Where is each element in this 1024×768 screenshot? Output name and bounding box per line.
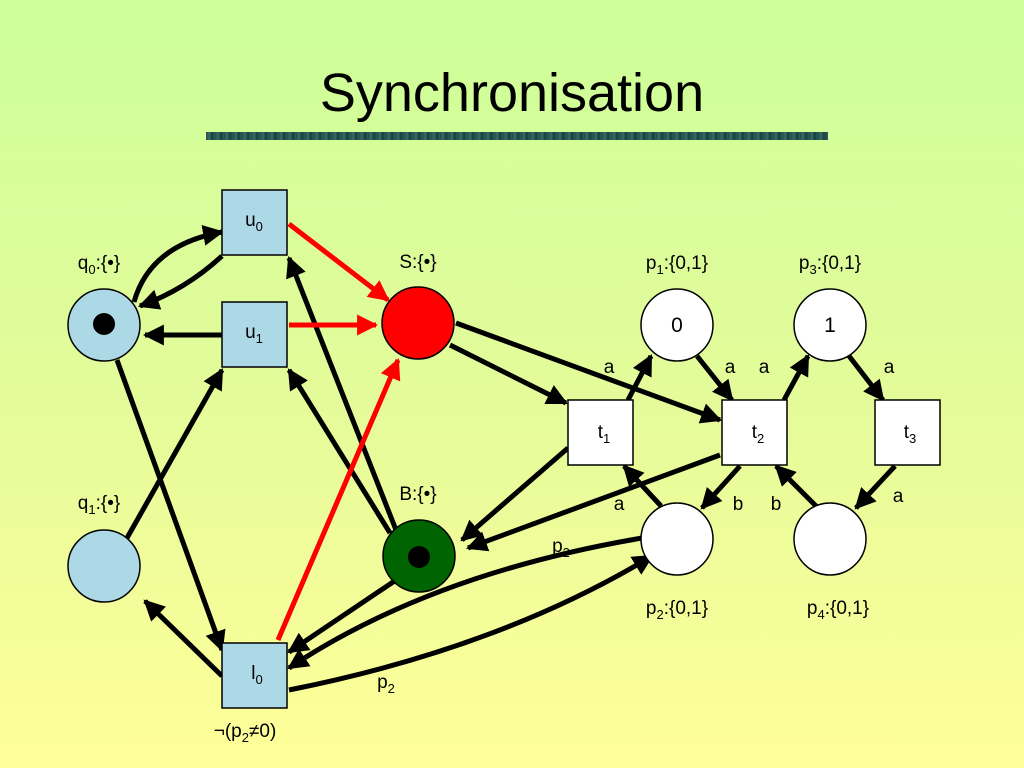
arc-p2-l0 — [287, 535, 643, 671]
label-p2: p2:{0,1} — [646, 598, 708, 622]
label-B: B:{•} — [399, 484, 436, 505]
arc-t2-B — [466, 452, 721, 552]
place-q1 — [67, 529, 141, 603]
label-p1: p1:{0,1} — [646, 253, 708, 277]
label-u0: u0 — [245, 210, 263, 234]
arc-S-t1 — [448, 342, 568, 406]
arc-label-t2-p3: a — [759, 357, 770, 378]
arc-t1-p1 — [625, 354, 654, 402]
arc-S-t2 — [455, 320, 722, 424]
arc-label-p4-t2: b — [771, 494, 782, 515]
arc-p1-t2 — [695, 354, 734, 402]
label-S: S:{•} — [399, 252, 436, 273]
transition-u0 — [221, 189, 288, 256]
arc-q1-u1 — [124, 368, 225, 540]
label-p3: p3:{0,1} — [799, 253, 861, 277]
place-p4 — [793, 502, 867, 576]
value-p1: 0 — [671, 314, 683, 337]
token-B — [408, 546, 430, 568]
arc-label-p2-l0: p2 — [552, 536, 570, 560]
transition-t2 — [721, 399, 788, 466]
arc-label-p1-t2: a — [725, 357, 736, 378]
arc-p2-t1 — [622, 464, 663, 508]
arc-t1-B — [460, 446, 570, 542]
arc-p3-t3 — [847, 354, 885, 402]
label-p4: p4:{0,1} — [807, 598, 869, 622]
arc-u0-q0 — [138, 254, 224, 310]
arc-label-t2-p2: b — [733, 494, 744, 515]
arc-B-l0 — [287, 577, 398, 655]
label-l0: l0 — [251, 663, 262, 687]
arc-t2-p3 — [781, 354, 811, 402]
label-q1: q1:{•} — [78, 493, 120, 517]
arc-B-u1 — [286, 368, 393, 535]
place-p2 — [640, 502, 714, 576]
arc-p4-t2 — [774, 464, 818, 508]
arc-label-p2-t1: a — [614, 494, 625, 515]
transition-l0 — [221, 642, 288, 709]
arc-label-l0-p2: p2 — [377, 672, 395, 696]
value-p3: 1 — [824, 314, 836, 337]
place-p1 — [640, 288, 714, 362]
arc-l0-S-red — [275, 358, 401, 641]
place-p3 — [793, 288, 867, 362]
arc-B-u0 — [286, 256, 399, 531]
label-t2: t2 — [752, 422, 765, 446]
place-S — [381, 286, 455, 360]
slide-title: Synchronisation — [319, 63, 705, 123]
arc-t2-p2 — [700, 464, 742, 510]
arc-l0-q1 — [143, 599, 224, 678]
title-underline — [206, 132, 828, 140]
arc-u0-S-red — [287, 222, 390, 302]
transition-t1 — [567, 399, 634, 466]
label-q0: q0:{•} — [78, 253, 120, 277]
token-q0 — [93, 313, 115, 335]
label-t3: t3 — [904, 422, 917, 446]
label-t1: t1 — [598, 422, 611, 446]
transition-t3 — [874, 399, 941, 466]
arc-label-t3-p4: a — [893, 486, 904, 507]
guard-label: ¬(p2≠0) — [214, 721, 277, 745]
arc-t3-p4 — [854, 464, 897, 510]
arc-l0-p2 — [288, 553, 654, 693]
label-u1: u1 — [245, 322, 263, 346]
transition-u1 — [221, 301, 288, 368]
arc-label-p3-t3: a — [884, 357, 895, 378]
arc-q0-l0 — [114, 359, 226, 652]
arc-label-t1-p1: a — [604, 357, 615, 378]
